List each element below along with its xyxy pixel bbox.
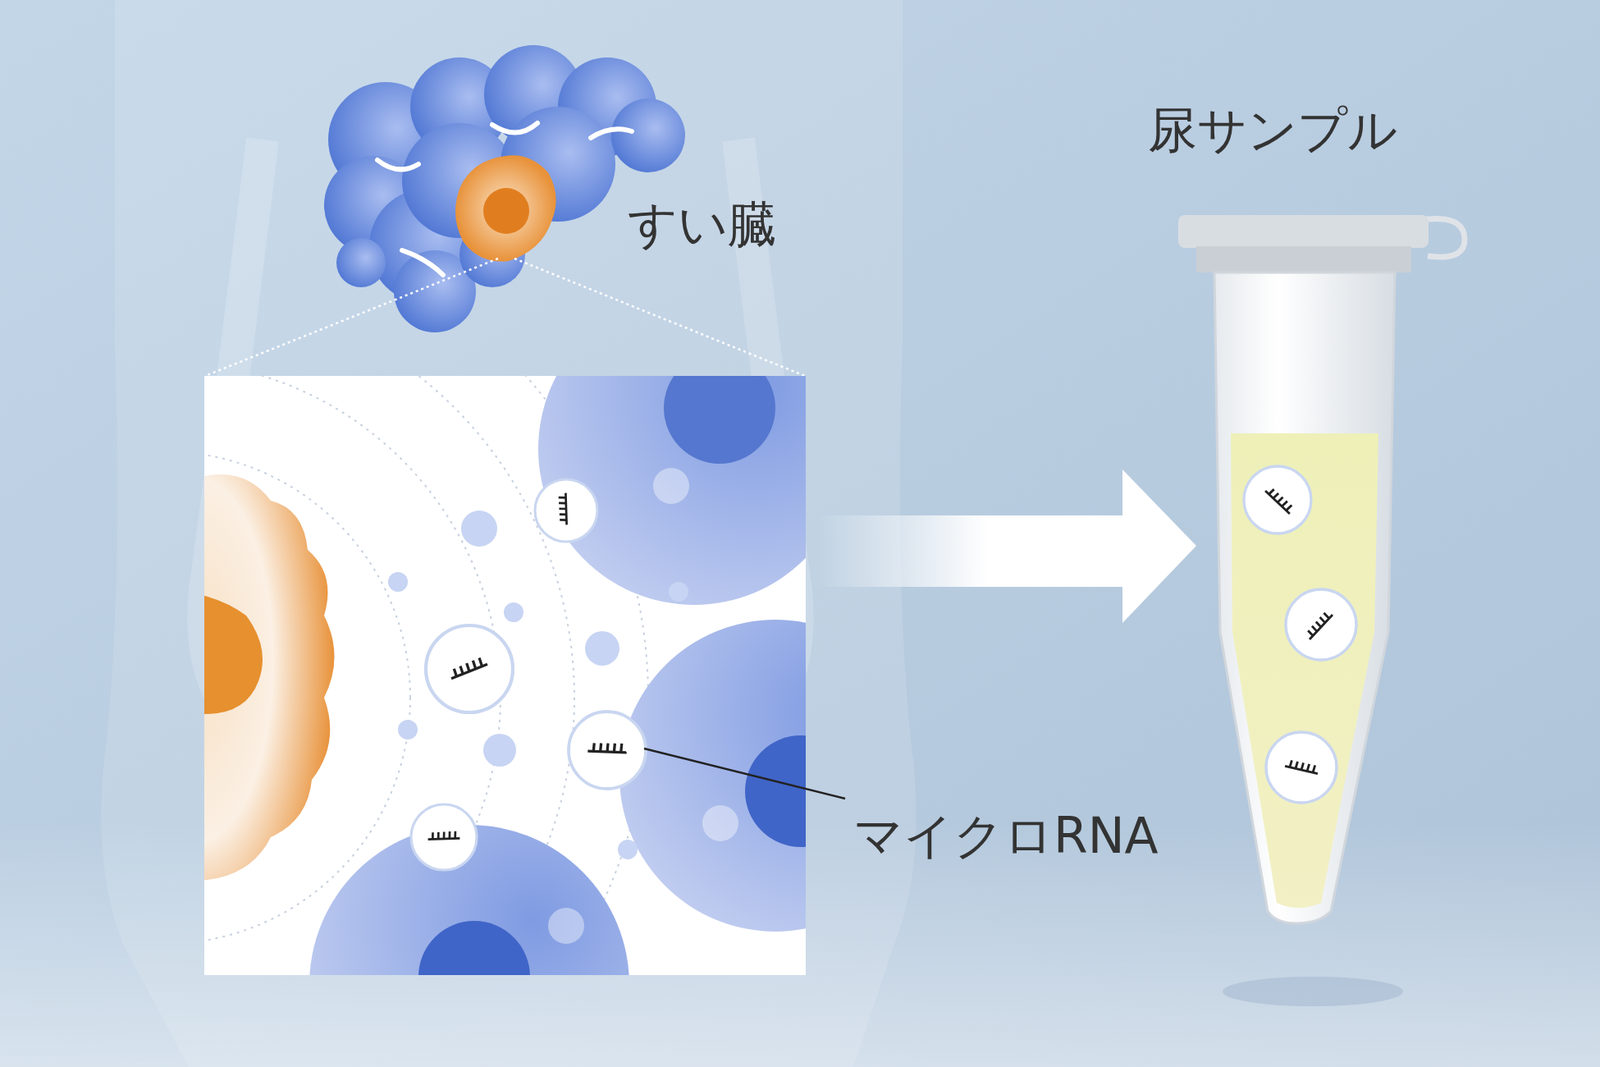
sample-label: 尿サンプル [1147, 102, 1398, 157]
organ-label: すい臓 [627, 196, 778, 252]
callout-label: マイクロRNA [853, 808, 1159, 863]
